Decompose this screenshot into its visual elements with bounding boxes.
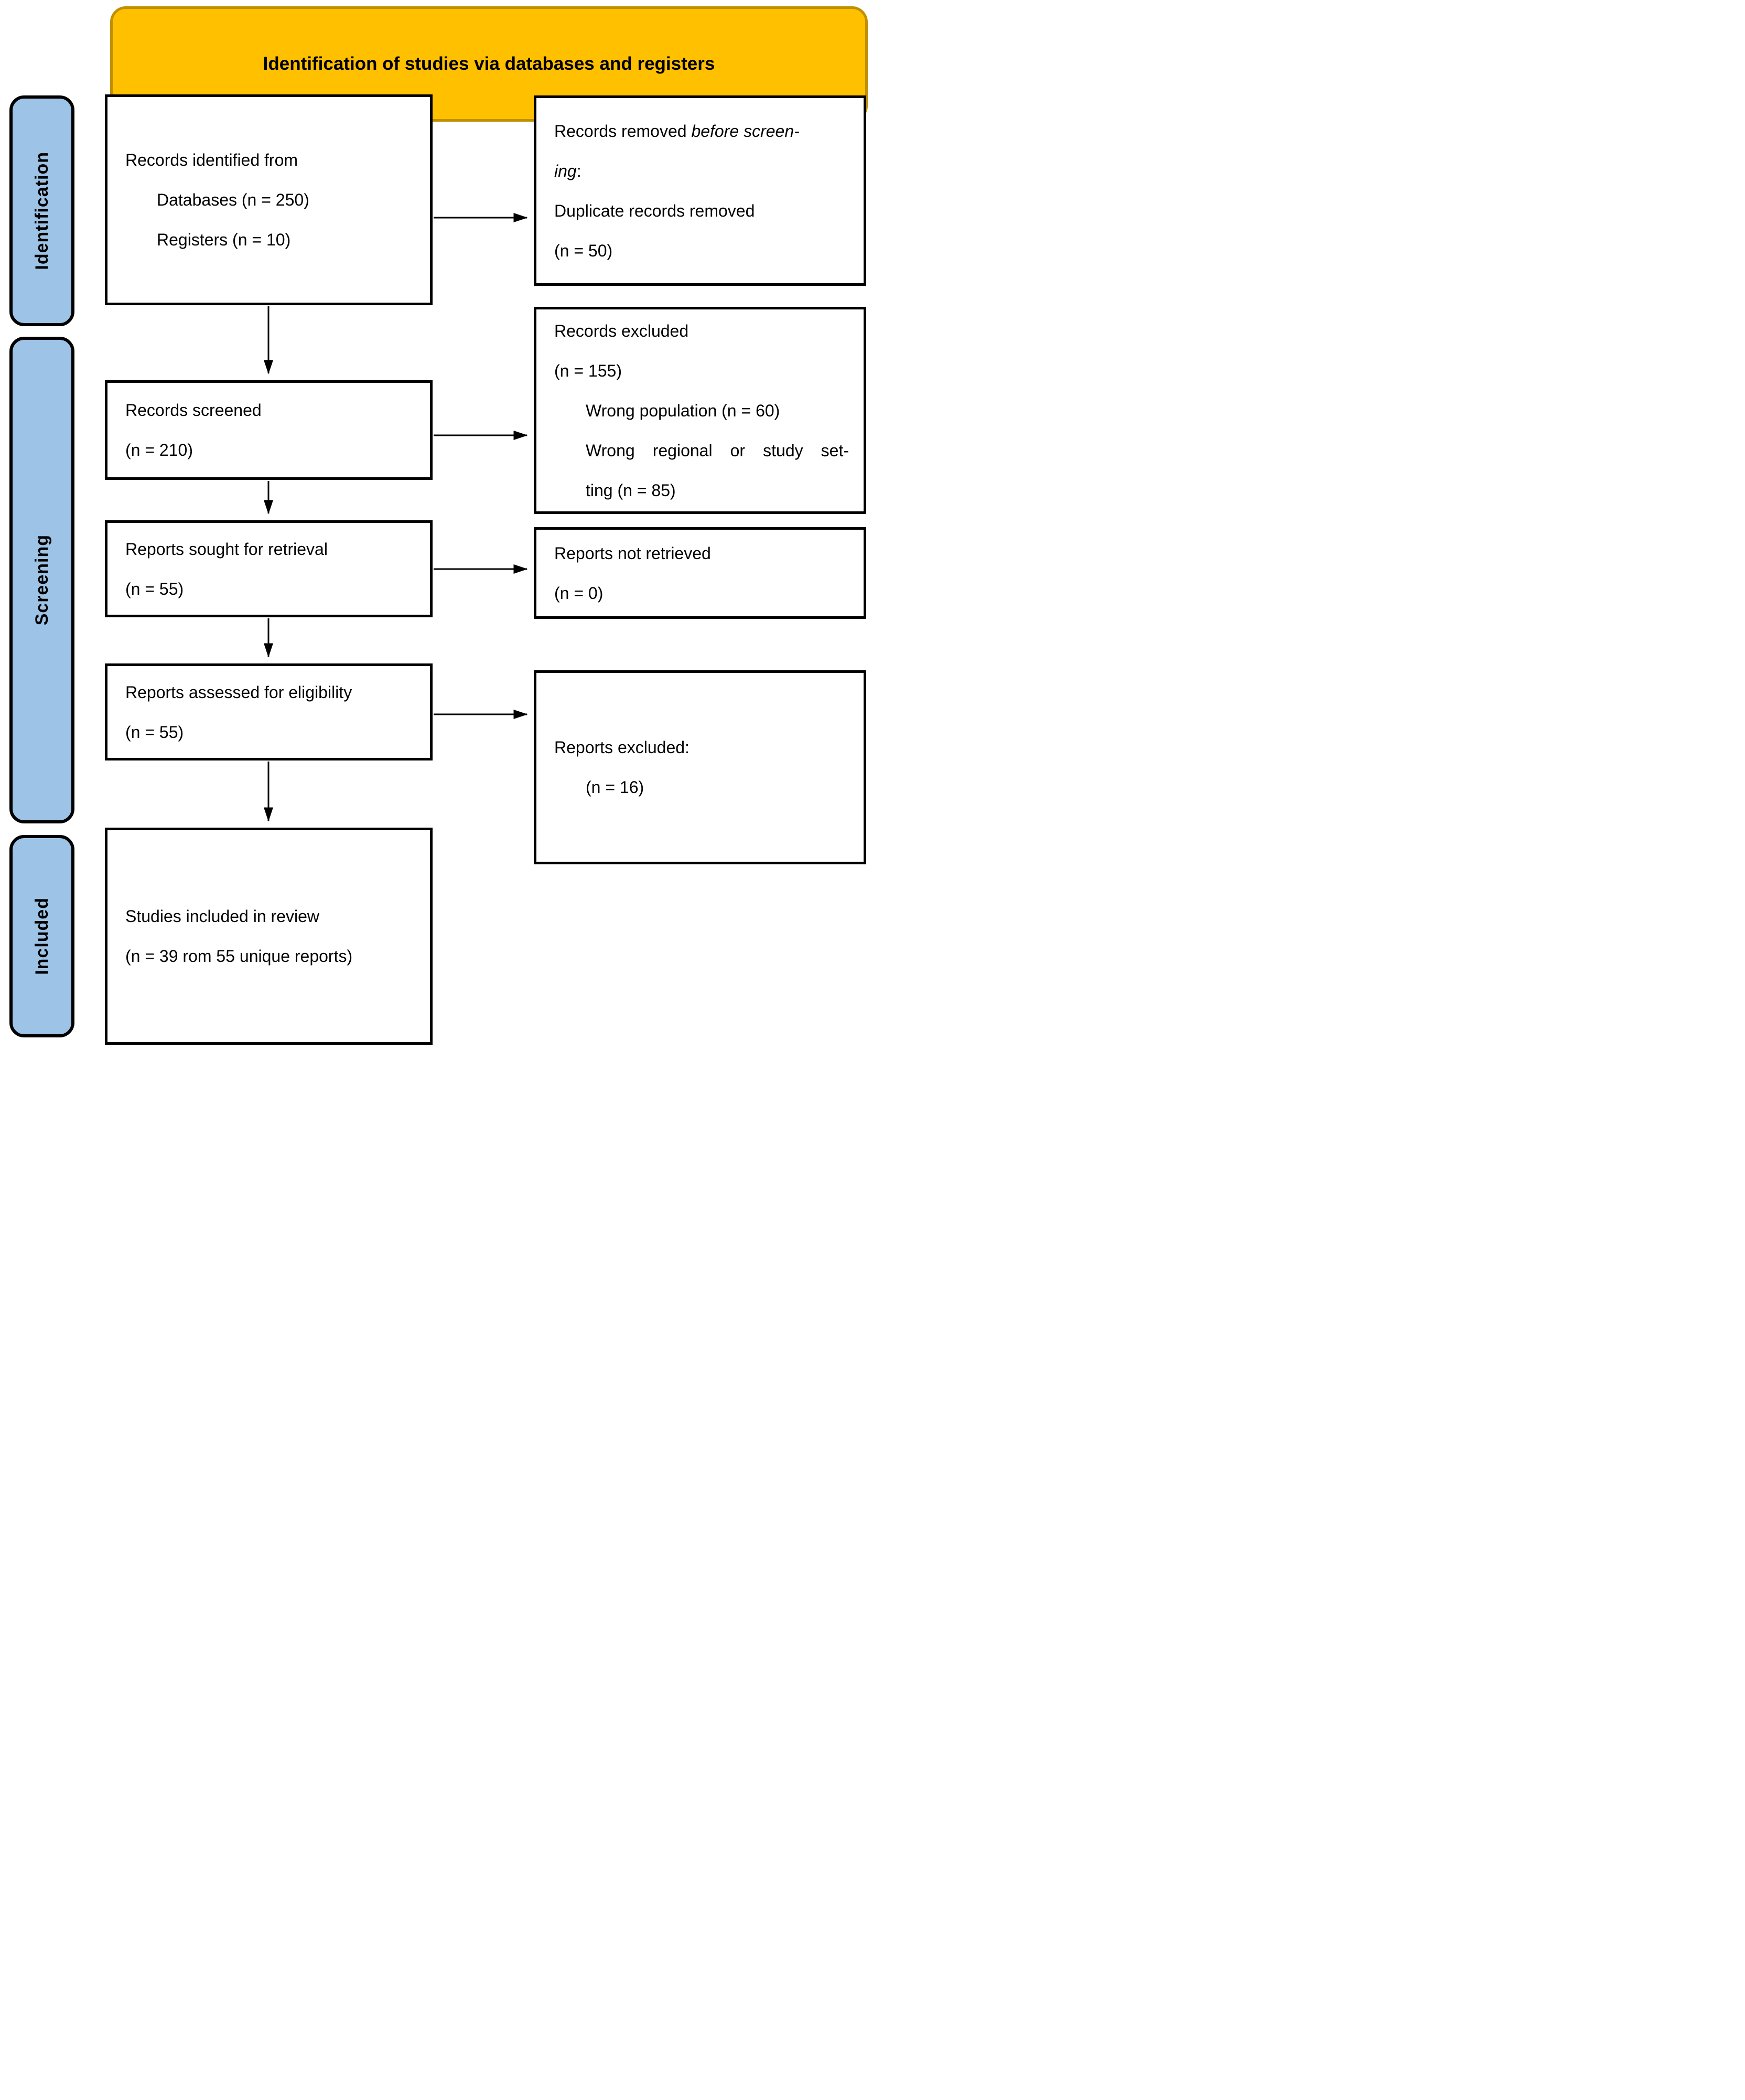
stage-label-identification: Identification bbox=[9, 95, 74, 326]
box-text-line: Records excluded bbox=[554, 321, 689, 340]
box-text-line: ting (n = 85) bbox=[586, 480, 676, 500]
box-studies-included-in-review: Studies included in review (n = 39 rom 55… bbox=[105, 828, 433, 1045]
box-text-line: (n = 50) bbox=[554, 241, 613, 260]
stage-label-included-text: Included bbox=[31, 897, 52, 975]
box-text-line: Wrong population (n = 60) bbox=[586, 401, 780, 420]
box-text-line: Databases (n = 250) bbox=[157, 190, 309, 209]
box-text-line: (n = 210) bbox=[125, 441, 193, 459]
box-reports-sought-for-retrieval: Reports sought for retrieval (n = 55) bbox=[105, 520, 433, 617]
banner-title: Identification of studies via databases … bbox=[263, 53, 715, 74]
prisma-flow-diagram: Identification of studies via databases … bbox=[0, 0, 872, 1050]
box-text-line: Records removed before screen- bbox=[554, 121, 800, 141]
box-records-excluded: Records excluded (n = 155) Wrong populatio… bbox=[534, 307, 866, 514]
box-text-line: Reports excluded: bbox=[554, 738, 690, 757]
box-text-line: (n = 155) bbox=[554, 361, 622, 380]
box-text-line: (n = 39 rom 55 unique reports) bbox=[125, 947, 353, 966]
box-reports-assessed-for-eligibility: Reports assessed for eligibility (n = 55) bbox=[105, 663, 433, 760]
box-text-line: (n = 55) bbox=[125, 722, 184, 742]
box-text-line: Records identified from bbox=[125, 151, 298, 169]
box-text-line: (n = 16) bbox=[586, 778, 644, 797]
box-text-line: (n = 0) bbox=[554, 583, 604, 603]
box-text-line: Wrong regional or study set- bbox=[586, 441, 849, 460]
box-reports-not-retrieved: Reports not retrieved (n = 0) bbox=[534, 527, 866, 619]
box-text-line: Reports sought for retrieval bbox=[125, 539, 328, 559]
stage-label-identification-text: Identification bbox=[31, 152, 52, 270]
box-text-line: (n = 55) bbox=[125, 579, 184, 598]
stage-label-screening: Screening bbox=[9, 337, 74, 823]
box-records-removed-before-screening: Records removed before screen-ing: Duplic… bbox=[534, 95, 866, 286]
box-text-line: Studies included in review bbox=[125, 907, 319, 926]
box-records-screened: Records screened (n = 210) bbox=[105, 380, 433, 480]
stage-label-screening-text: Screening bbox=[31, 534, 52, 626]
stage-label-included: Included bbox=[9, 835, 74, 1037]
box-text-line: ing: bbox=[554, 161, 581, 180]
box-text-line: Registers (n = 10) bbox=[157, 230, 291, 249]
box-text-line: Reports not retrieved bbox=[554, 543, 711, 563]
box-text-line: Records screened bbox=[125, 401, 262, 420]
box-text-line: Reports assessed for eligibility bbox=[125, 682, 352, 702]
box-reports-excluded: Reports excluded: (n = 16) bbox=[534, 670, 866, 864]
box-text-line: Duplicate records removed bbox=[554, 201, 755, 220]
